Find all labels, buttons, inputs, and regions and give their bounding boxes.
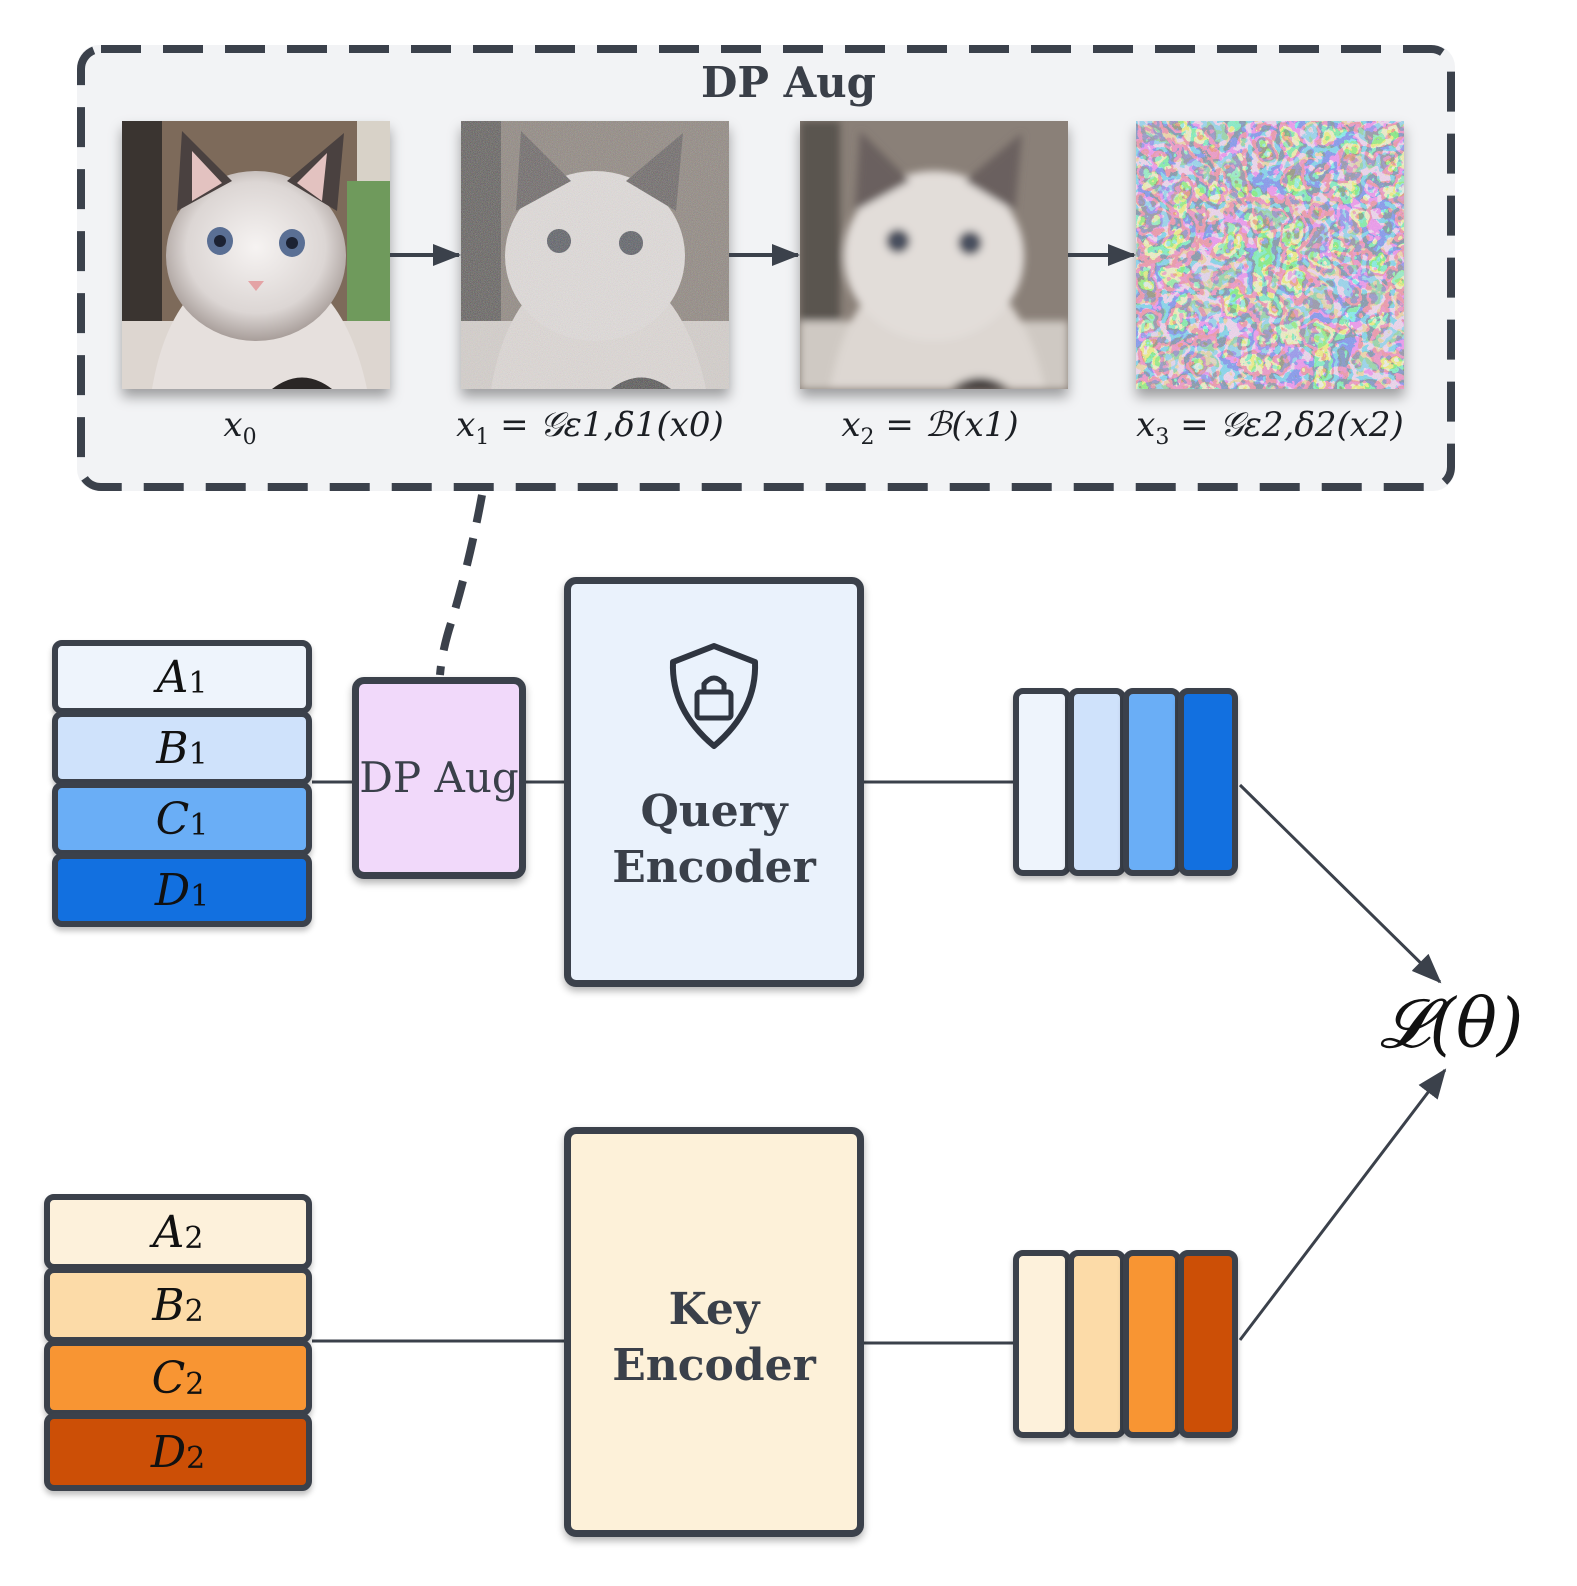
kitten-heavy-noise-image xyxy=(1136,121,1404,389)
query-encoder-label-1: Query xyxy=(640,786,788,837)
caption-x2: x2 = ℬ(x1) xyxy=(841,405,1019,450)
caption-x2-rhs: = ℬ(x1) xyxy=(885,405,1019,445)
query-encoder: Query Encoder xyxy=(564,577,864,987)
query-vector-cell-4 xyxy=(1178,688,1238,876)
dp-aug-flow-arrows xyxy=(390,244,1136,266)
caption-x1-rhs: = 𝒢ε1,δ1(x0) xyxy=(500,405,724,445)
key-encoder: Key Encoder xyxy=(564,1127,864,1537)
key-vector-cell-1 xyxy=(1013,1250,1071,1438)
caption-x1: x1 = 𝒢ε1,δ1(x0) xyxy=(456,405,724,450)
kitten-gaussian-noise-image xyxy=(461,121,729,389)
dp-aug-panel-border xyxy=(77,45,1455,491)
kitten-blurred-image xyxy=(800,121,1068,389)
dashed-link xyxy=(436,494,486,676)
kitten-original-image xyxy=(122,121,390,389)
query-encoder-label-2: Encoder xyxy=(612,842,816,893)
dp-aug-title: DP Aug xyxy=(700,58,877,107)
caption-x3: x3 = 𝒢ε2,δ2(x2) xyxy=(1136,405,1404,450)
shield-lock-icon xyxy=(669,643,759,749)
query-vector-cell-2 xyxy=(1068,688,1126,876)
caption-x0: x0 xyxy=(223,405,257,450)
caption-x3-rhs: = 𝒢ε2,δ2(x2) xyxy=(1180,405,1404,445)
dp-aug-box-label: DP Aug xyxy=(359,753,519,802)
query-vector-cell-1 xyxy=(1013,688,1071,876)
dp-aug-box: DP Aug xyxy=(352,677,526,879)
key-vector-cell-4 xyxy=(1178,1250,1238,1438)
key-vector-cell-3 xyxy=(1123,1250,1181,1438)
key-encoder-label-2: Encoder xyxy=(612,1340,816,1391)
key-encoder-label-1: Key xyxy=(668,1284,760,1335)
key-vector-cell-2 xyxy=(1068,1250,1126,1438)
query-vector-cell-3 xyxy=(1123,688,1181,876)
loss-label: 𝓛(θ) xyxy=(1380,985,1524,1064)
